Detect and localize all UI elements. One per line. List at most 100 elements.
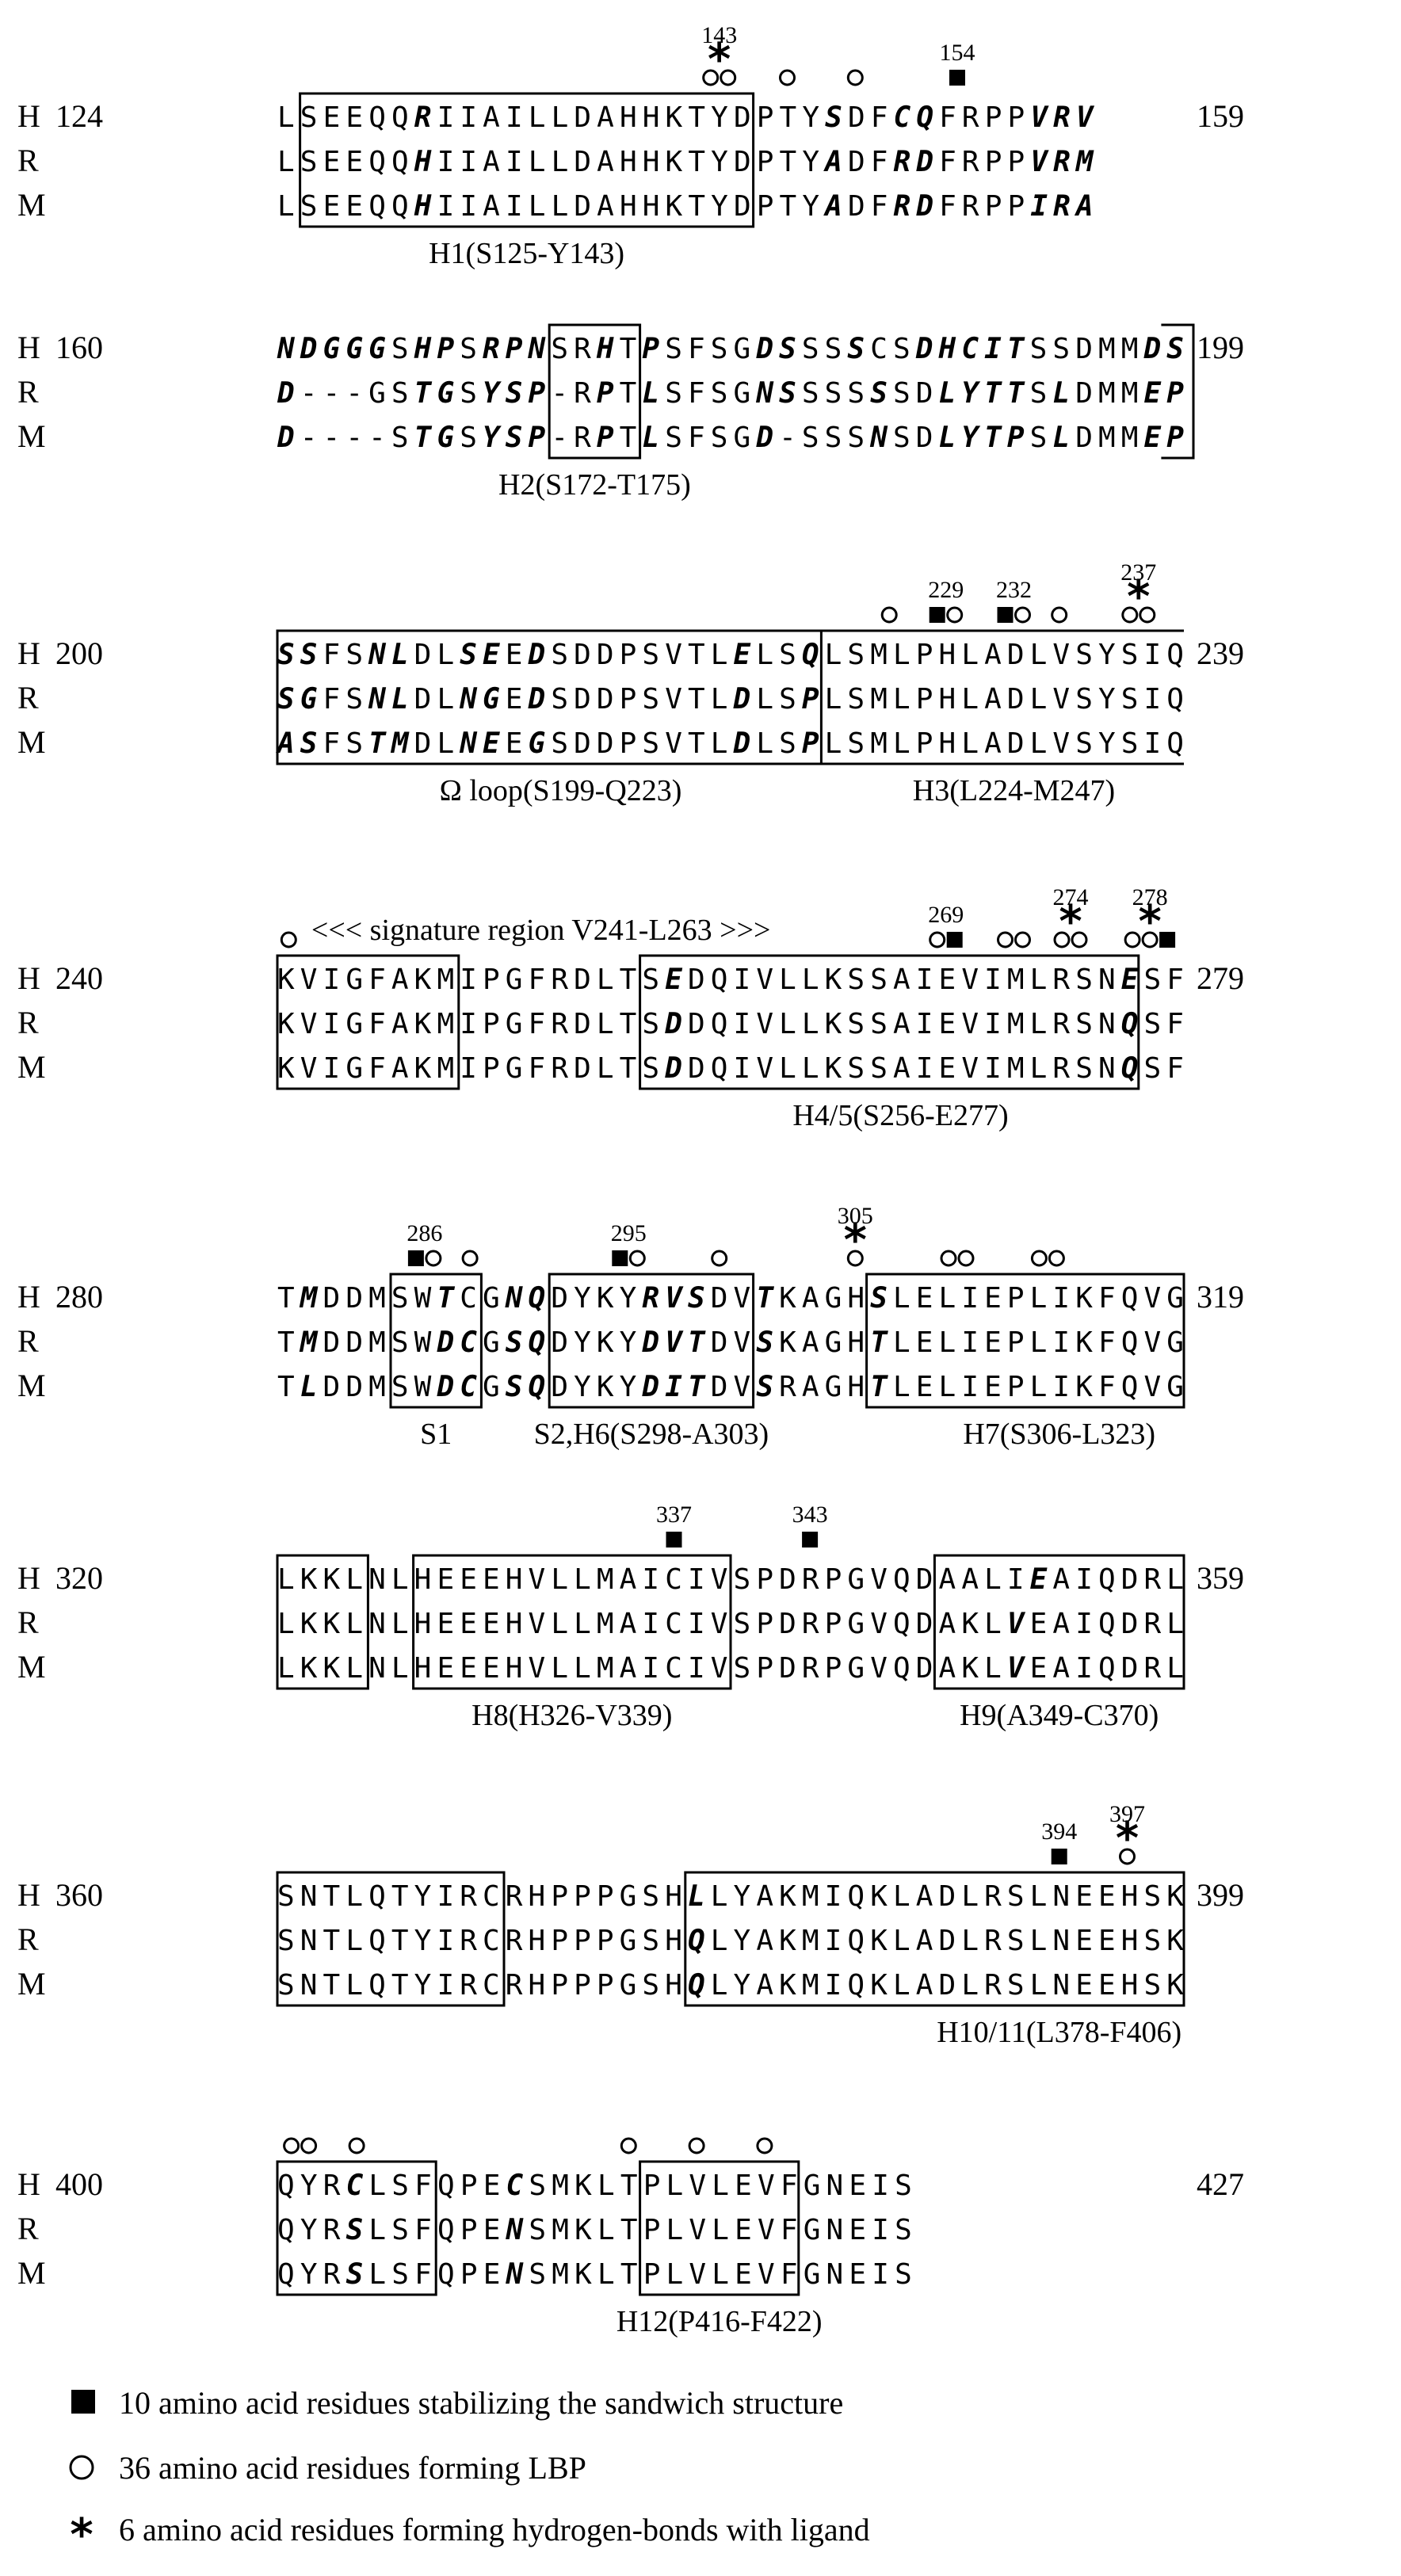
species-label: H (17, 960, 40, 996)
legend-asterisk-icon: * (70, 2509, 93, 2561)
end-position: 199 (1197, 330, 1244, 365)
hbond-asterisk-marker: * (1059, 896, 1082, 948)
species-label: H (17, 2166, 40, 2202)
lbp-circle-marker (720, 69, 737, 86)
species-label: R (17, 1922, 39, 1957)
lbp-circle-marker (1014, 606, 1031, 624)
residue-number: 232 (996, 577, 1032, 603)
sandwich-square-marker (1051, 1849, 1067, 1864)
lbp-circle-marker (620, 2137, 637, 2154)
residue-marker: 154 (940, 40, 975, 86)
region-caption: S1 (420, 1418, 452, 1451)
start-position: 124 (55, 98, 103, 134)
start-position: 280 (55, 1279, 103, 1315)
hbond-asterisk-marker: * (1138, 896, 1161, 948)
helix-box (276, 1554, 369, 1690)
helix-box (548, 1273, 755, 1409)
lbp-circle-marker (779, 69, 796, 86)
residue-marker: *237 (1120, 559, 1156, 624)
species-label: H (17, 98, 40, 134)
region-caption: S2,H6(S298-A303) (534, 1418, 769, 1451)
end-position: 279 (1197, 960, 1244, 996)
sandwich-square-marker (612, 1250, 628, 1266)
sandwich-square-marker (666, 1532, 682, 1548)
lbp-circle-marker (880, 606, 898, 624)
lbp-circle-marker (1030, 1250, 1048, 1267)
residue-marker (880, 606, 898, 624)
region-caption: H7(S306-L323) (963, 1418, 1155, 1451)
residue-marker: 394 (1041, 1818, 1077, 1864)
residue-marker (280, 931, 297, 948)
legend-text: 10 amino acid residues stabilizing the s… (119, 2385, 843, 2421)
end-position: 319 (1197, 1279, 1244, 1315)
species-label: M (17, 1649, 46, 1685)
lbp-circle-marker (846, 69, 864, 86)
residue-number: 269 (928, 902, 964, 928)
residue-number: 237 (1120, 559, 1156, 586)
residue-number: 305 (838, 1203, 873, 1229)
lbp-circle-marker (929, 931, 946, 948)
legend-circle-icon (69, 2455, 94, 2480)
end-position: 427 (1197, 2166, 1244, 2202)
residue-number: 274 (1053, 884, 1089, 910)
lbp-circle-marker (1124, 931, 1141, 948)
species-label: M (17, 1368, 46, 1403)
species-label: H (17, 330, 40, 365)
helix-box (639, 954, 1140, 1090)
lbp-circle-marker (846, 1250, 864, 1267)
species-label: R (17, 2211, 39, 2246)
region-caption: H1(S125-Y143) (429, 237, 624, 270)
lbp-circle-marker (1121, 606, 1139, 624)
residue-marker (348, 2137, 365, 2154)
helix-box (389, 1273, 483, 1409)
region-caption: H9(A349-C370) (960, 1699, 1159, 1732)
residue-marker (688, 2137, 705, 2154)
species-label: M (17, 1966, 46, 2002)
species-label: H (17, 1560, 40, 1596)
residue-number: 394 (1041, 1818, 1077, 1845)
helix-box (276, 629, 823, 765)
helix-box (865, 1273, 1185, 1409)
end-position: 239 (1197, 635, 1244, 671)
lbp-circle-marker (946, 606, 964, 624)
residue-number: 343 (792, 1502, 828, 1528)
species-label: M (17, 187, 46, 223)
residue-marker: 295 (611, 1220, 647, 1267)
lbp-circle-marker (1119, 1848, 1136, 1865)
lbp-circle-marker (283, 2137, 300, 2154)
lbp-circle-marker (702, 69, 720, 86)
helix-box (639, 2160, 800, 2296)
species-label: H (17, 1877, 40, 1913)
residue-marker: 343 (792, 1502, 828, 1548)
lbp-circle-marker (425, 1250, 442, 1267)
residue-marker (997, 931, 1031, 948)
residue-number: 295 (611, 1220, 647, 1246)
residue-marker (1030, 1250, 1065, 1267)
legend-text: 36 amino acid residues forming LBP (119, 2450, 586, 2486)
species-label: M (17, 1049, 46, 1085)
lbp-circle-marker (688, 2137, 705, 2154)
start-position: 360 (55, 1877, 103, 1913)
helix-box (412, 1554, 732, 1690)
hbond-asterisk-marker: * (844, 1215, 867, 1266)
signature-region-label: <<< signature region V241-L263 >>> (311, 914, 771, 947)
